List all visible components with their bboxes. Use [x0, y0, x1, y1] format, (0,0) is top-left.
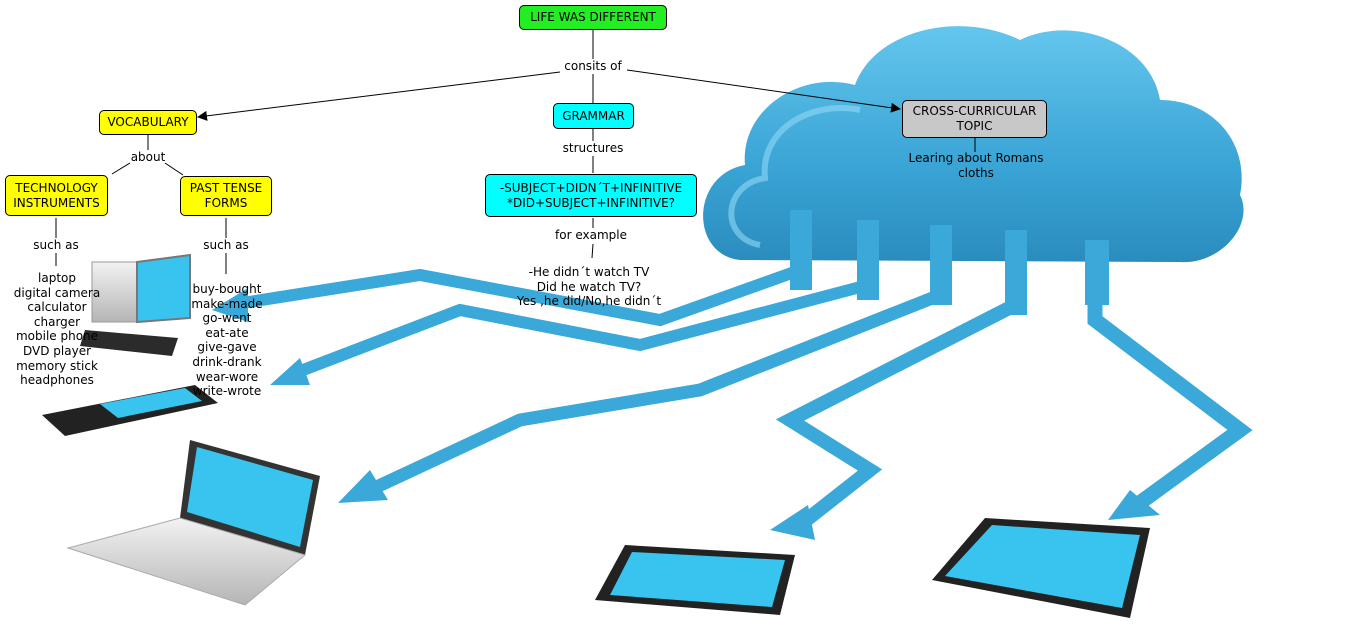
vocabulary-label: VOCABULARY [107, 115, 189, 129]
link-label-consists: consits of [564, 59, 622, 73]
example-line: -He didn´t watch TV [528, 265, 650, 279]
list-item: go-went [202, 311, 252, 326]
list-item: headphones [20, 373, 94, 388]
technology-items-list: laptop digital camera calculator charger… [14, 271, 100, 388]
structure-line1: -SUBJECT+DIDN´T+INFINITIVE [499, 180, 683, 195]
list-item: charger [33, 314, 81, 329]
example-line: Yes ,he did/No,he didn´t [516, 294, 662, 309]
link-label-structures: structures [562, 141, 624, 155]
list-item: memory stick [16, 358, 98, 373]
cloud-icon [703, 26, 1244, 263]
smartphone-icon-bottom [595, 545, 795, 615]
list-item: give-gave [197, 340, 257, 355]
vocabulary-node[interactable]: VOCABULARY [99, 110, 197, 135]
tablet-icon [932, 518, 1150, 618]
list-item: eat-ate [205, 325, 249, 340]
list-item: wear-wore [195, 369, 259, 384]
technology-instruments-node[interactable]: TECHNOLOGY INSTRUMENTS [5, 175, 108, 216]
cross-curricular-description: Learing about Romans cloths [909, 151, 1044, 180]
desktop-computer-icon [80, 253, 191, 356]
past-tense-label-line1: PAST TENSE [189, 181, 263, 195]
technology-label-line2: INSTRUMENTS [13, 195, 100, 210]
list-item: buy-bought [192, 282, 262, 296]
cross-curricular-node[interactable]: CROSS-CURRICULAR TOPIC [902, 100, 1047, 138]
cross-text-line2: cloths [958, 165, 994, 180]
data-stream-arrows [229, 264, 1253, 531]
structure-line2: *DID+SUBJECT+INFINITIVE? [506, 195, 676, 210]
root-concept-node[interactable]: LIFE WAS DIFFERENT [519, 5, 667, 30]
past-tense-forms-node[interactable]: PAST TENSE FORMS [180, 176, 272, 216]
list-item: make-made [191, 296, 263, 311]
laptop-icon [66, 440, 320, 606]
grammar-examples-list: -He didn´t watch TV Did he watch TV? Yes… [517, 265, 661, 309]
data-stream-arrowheads [212, 288, 1160, 540]
list-item: write-wrote [192, 384, 262, 399]
list-item: drink-drank [192, 354, 262, 369]
grammar-structure-node[interactable]: -SUBJECT+DIDN´T+INFINITIVE *DID+SUBJECT+… [485, 174, 697, 217]
grammar-label: GRAMMAR [562, 108, 625, 123]
cross-text-line1: Learing about Romans [908, 151, 1044, 165]
example-line: Did he watch TV? [536, 279, 642, 294]
list-item: laptop [38, 271, 76, 285]
link-label-such-as-past: such as [203, 238, 249, 252]
list-item: calculator [27, 300, 87, 315]
past-tense-items-list: buy-bought make-made go-went eat-ate giv… [191, 282, 262, 399]
grammar-node[interactable]: GRAMMAR [553, 103, 634, 129]
past-tense-label-line2: FORMS [204, 196, 248, 210]
technology-label-line1: TECHNOLOGY [15, 180, 98, 195]
link-label-such-as-technology: such as [33, 238, 79, 252]
list-item: digital camera [13, 285, 101, 300]
smartphone-icon-left [42, 385, 218, 436]
list-item: mobile phone [15, 329, 99, 344]
link-label-for-example: for example [555, 228, 627, 242]
cross-curricular-label-line2: TOPIC [956, 119, 993, 133]
cross-curricular-label-line1: CROSS-CURRICULAR [912, 104, 1037, 118]
root-concept-label: LIFE WAS DIFFERENT [530, 10, 656, 24]
link-label-about: about [130, 150, 166, 164]
list-item: DVD player [22, 343, 92, 358]
